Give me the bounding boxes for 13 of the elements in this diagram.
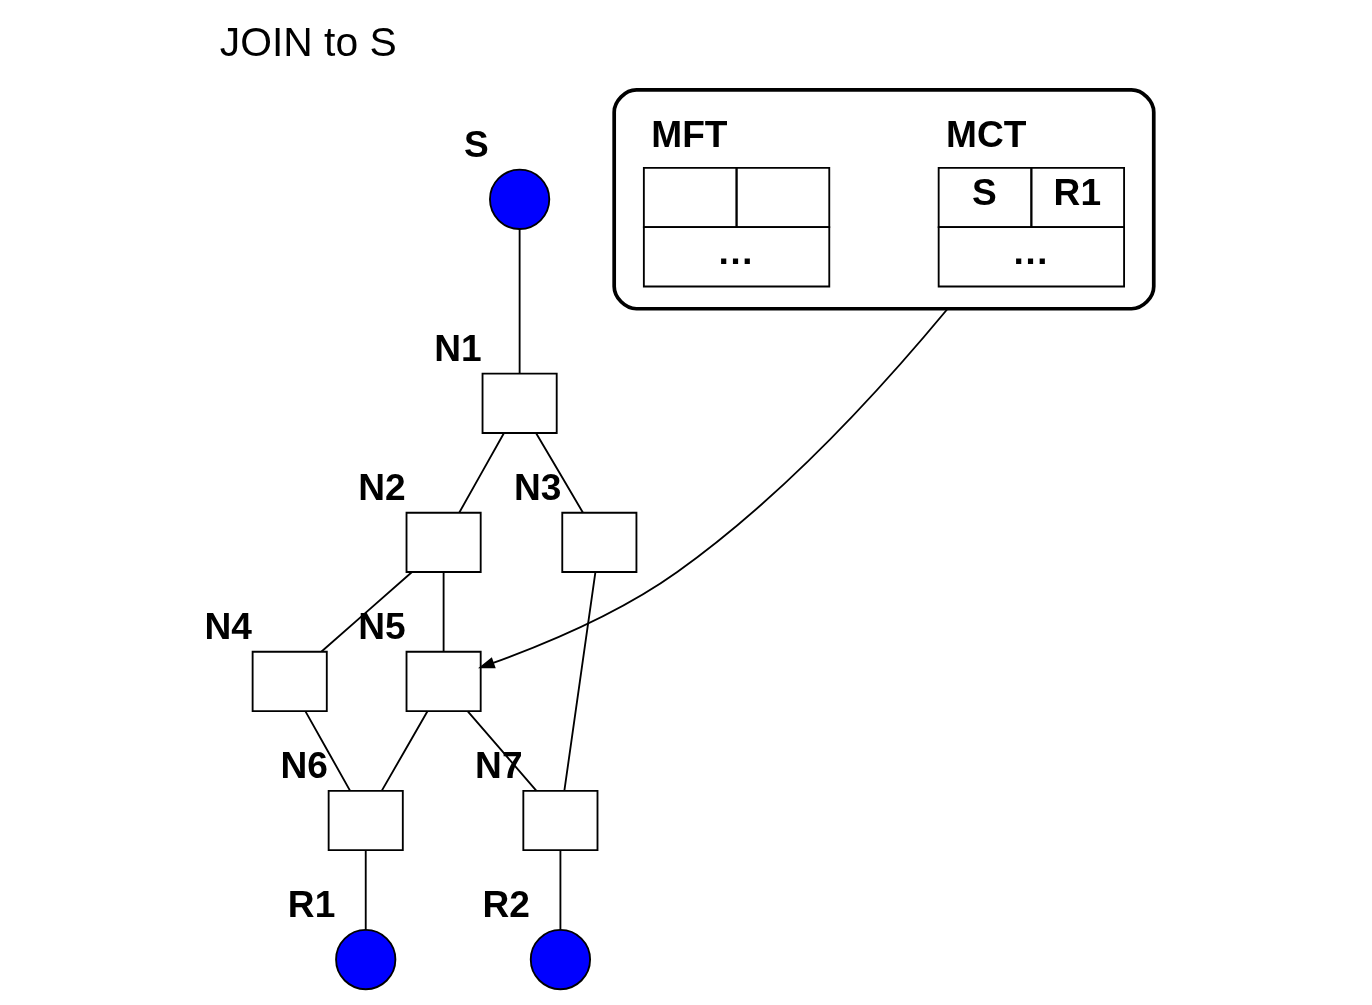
node-label: MFT bbox=[650, 113, 727, 156]
node-label: N5 bbox=[357, 604, 406, 647]
node-label: N6 bbox=[279, 743, 328, 786]
node-label: N4 bbox=[203, 604, 252, 647]
node-label: MCT bbox=[945, 113, 1026, 156]
node-label: N2 bbox=[357, 465, 406, 508]
node-label: N1 bbox=[433, 326, 482, 369]
node-label: R2 bbox=[482, 882, 530, 925]
node-label: N3 bbox=[513, 465, 561, 508]
node-label: R1 bbox=[287, 882, 335, 925]
node-label: S bbox=[463, 122, 489, 165]
diagram-title: JOIN to S bbox=[219, 18, 397, 65]
node-label: N7 bbox=[474, 743, 523, 786]
